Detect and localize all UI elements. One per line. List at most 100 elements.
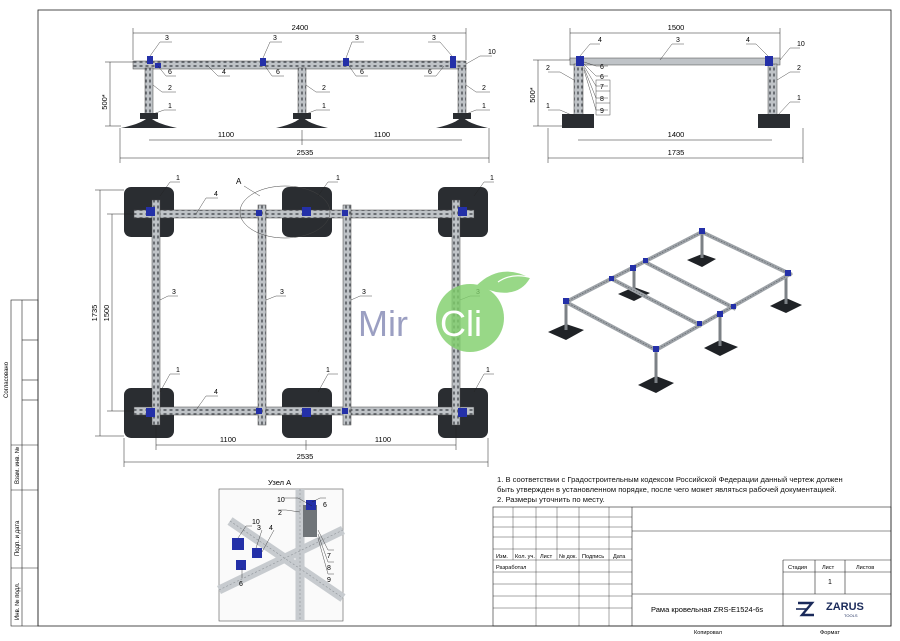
stamp-sign-date: Подп. и дата [15, 520, 21, 556]
svg-text:8: 8 [327, 565, 331, 572]
svg-text:1: 1 [176, 175, 180, 182]
svg-text:10: 10 [277, 497, 285, 504]
front-dim-height: 500* [100, 94, 109, 110]
svg-text:6: 6 [323, 502, 327, 509]
note-line-3: 2. Размеры уточнить по месту. [497, 495, 605, 504]
watermark-text-left: Mir [358, 303, 408, 344]
stamp-agreed: Согласовано [4, 361, 10, 398]
svg-text:6: 6 [168, 69, 172, 76]
svg-text:3: 3 [257, 525, 261, 532]
svg-text:Изм.: Изм. [496, 554, 508, 560]
front-dim-overall: 2400 [292, 23, 309, 32]
svg-text:3: 3 [165, 35, 169, 42]
plan-dim-inner: 1500 [102, 305, 111, 322]
title-block-headers: Изм. Кол. уч. Лист № док. Подпись Дата [496, 554, 626, 560]
svg-text:4: 4 [598, 37, 602, 44]
svg-text:4: 4 [222, 69, 226, 76]
svg-text:1: 1 [486, 367, 490, 374]
svg-text:10: 10 [488, 49, 496, 56]
front-dim-span1: 1100 [218, 130, 234, 139]
svg-text:№ док.: № док. [559, 554, 577, 560]
svg-text:1: 1 [336, 175, 340, 182]
svg-text:2: 2 [546, 65, 550, 72]
logo-main: ZARUS [826, 601, 864, 613]
plan-dim-span1: 1100 [220, 435, 236, 444]
svg-text:6: 6 [239, 581, 243, 588]
svg-text:9: 9 [600, 108, 604, 115]
side-dim-height: 500* [528, 87, 537, 103]
svg-text:3: 3 [172, 289, 176, 296]
developed-label: Разработал [496, 565, 526, 571]
stamp-replaced: Взам. инв. № [14, 447, 21, 484]
detail-a-title: Узел А [268, 478, 291, 487]
svg-text:Подпись: Подпись [582, 554, 604, 560]
isometric-view [548, 228, 802, 393]
svg-text:8: 8 [600, 96, 604, 103]
svg-text:7: 7 [600, 84, 604, 91]
plan-dim-span2: 1100 [375, 435, 391, 444]
plan-dim-outer: 1735 [90, 305, 99, 322]
stage-label: Стадия [788, 565, 807, 571]
plan-dim-base: 2535 [297, 452, 314, 461]
svg-text:6: 6 [276, 69, 280, 76]
front-view [105, 28, 492, 163]
sheets-label: Листов [856, 565, 874, 571]
svg-text:1: 1 [322, 103, 326, 110]
svg-text:2: 2 [322, 85, 326, 92]
plan-callouts: 1 1 1 1 1 1 4 4 3 3 3 3 [172, 175, 494, 396]
drawing-notes: 1. В соответствии с Градостроительным ко… [497, 475, 882, 505]
side-stamp [10, 299, 39, 627]
svg-text:1: 1 [326, 367, 330, 374]
zarus-logo [796, 601, 815, 617]
front-callouts: 3 3 3 3 10 4 6 6 6 6 2 2 2 1 1 1 [165, 35, 496, 110]
side-dim-inner: 1400 [668, 130, 685, 139]
svg-text:3: 3 [355, 35, 359, 42]
detail-callouts: 10 6 2 10 3 4 7 8 9 6 [239, 497, 331, 588]
note-line-2: быть утвержден в установленном порядке, … [497, 485, 837, 494]
svg-text:1: 1 [482, 103, 486, 110]
svg-text:2: 2 [482, 85, 486, 92]
svg-text:3: 3 [273, 35, 277, 42]
svg-text:4: 4 [214, 389, 218, 396]
drawing-title: Рама кровельная ZRS-E1524-6s [651, 605, 763, 614]
plan-node-label: A [236, 177, 242, 186]
svg-text:2: 2 [278, 510, 282, 517]
svg-text:4: 4 [746, 37, 750, 44]
detail-a-view [217, 488, 346, 622]
svg-text:2: 2 [168, 85, 172, 92]
side-callouts: 4 3 4 10 2 2 6 6 7 8 9 1 1 [546, 37, 805, 115]
svg-text:1: 1 [546, 103, 550, 110]
copied-label: Копировал [694, 630, 722, 636]
note-line-1: 1. В соответствии с Градостроительным ко… [497, 475, 843, 484]
sheet-label: Лист [822, 565, 835, 571]
svg-text:1: 1 [490, 175, 494, 182]
front-dim-span2: 1100 [374, 130, 390, 139]
format-label: Формат [820, 630, 840, 636]
svg-text:6: 6 [428, 69, 432, 76]
plan-view [95, 181, 494, 467]
svg-text:6: 6 [600, 64, 604, 71]
svg-text:10: 10 [252, 519, 260, 526]
title-block [492, 506, 892, 627]
svg-text:Лист: Лист [540, 554, 553, 560]
svg-text:6: 6 [600, 74, 604, 81]
svg-text:1: 1 [168, 103, 172, 110]
svg-text:3: 3 [362, 289, 366, 296]
svg-text:4: 4 [214, 191, 218, 198]
svg-text:6: 6 [360, 69, 364, 76]
svg-text:1: 1 [176, 367, 180, 374]
svg-text:Кол. уч.: Кол. уч. [515, 554, 535, 560]
side-dim-overall: 1500 [668, 23, 685, 32]
front-dim-base: 2535 [297, 148, 314, 157]
svg-text:3: 3 [432, 35, 436, 42]
svg-text:7: 7 [327, 553, 331, 560]
svg-text:10: 10 [797, 41, 805, 48]
stamp-inv-orig: Инв. № подл. [14, 582, 21, 620]
mircli-watermark [436, 271, 533, 352]
sheet-value: 1 [828, 579, 832, 586]
side-view [533, 28, 804, 163]
svg-text:Дата: Дата [613, 554, 626, 560]
logo-sub: TOOLS [844, 613, 858, 618]
side-dim-base: 1735 [668, 148, 685, 157]
svg-text:9: 9 [327, 577, 331, 584]
